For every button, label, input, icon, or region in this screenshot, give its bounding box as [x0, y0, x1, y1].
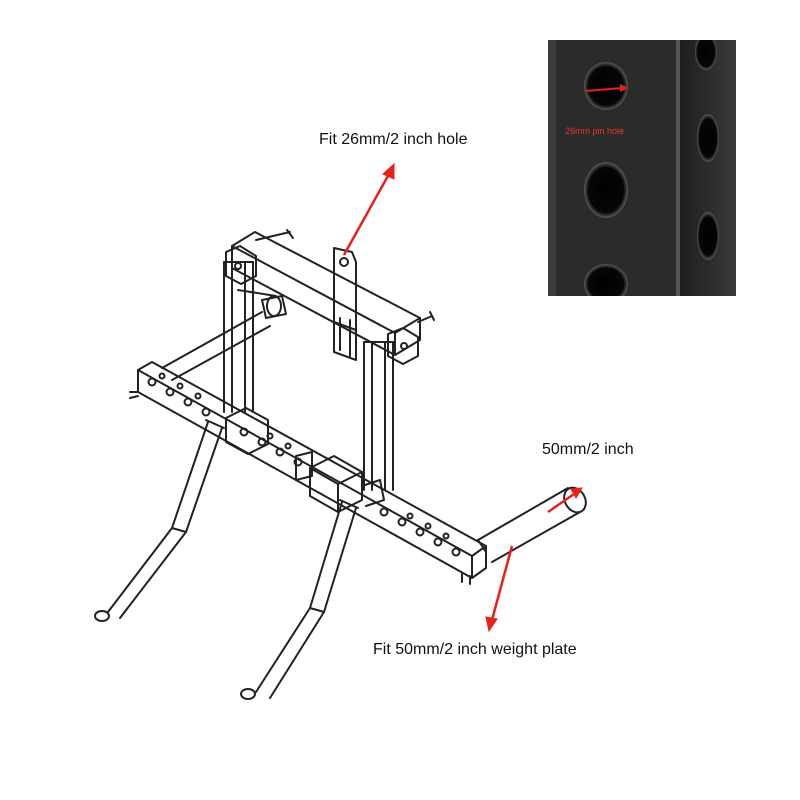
upright-pin-hole-photo: [548, 40, 736, 296]
right-handle: [240, 499, 359, 700]
arrow-plate: [485, 545, 514, 633]
hole-diameter-arrow: [585, 84, 628, 92]
rear-pin: [237, 289, 287, 319]
left-handle: [94, 419, 225, 622]
photo-caption: 26mm pin hole: [565, 126, 625, 136]
beam-collars: [225, 407, 385, 513]
frame-uprights: [223, 261, 394, 491]
top-crossbar: [225, 229, 435, 365]
weight-plate-label: Fit 50mm/2 inch weight plate: [373, 641, 577, 658]
pin-diameter-label: 50mm/2 inch: [542, 441, 634, 458]
hole-fit-label: Fit 26mm/2 inch hole: [319, 131, 468, 148]
annotation-arrows: [342, 162, 583, 633]
main-hole-beam: [129, 361, 487, 585]
mounting-tab: [333, 247, 357, 361]
weight-plate-pin: [477, 486, 587, 563]
rear-support-bar: [161, 311, 271, 381]
arrow-hole: [342, 162, 395, 256]
arrow-pin: [547, 487, 583, 514]
